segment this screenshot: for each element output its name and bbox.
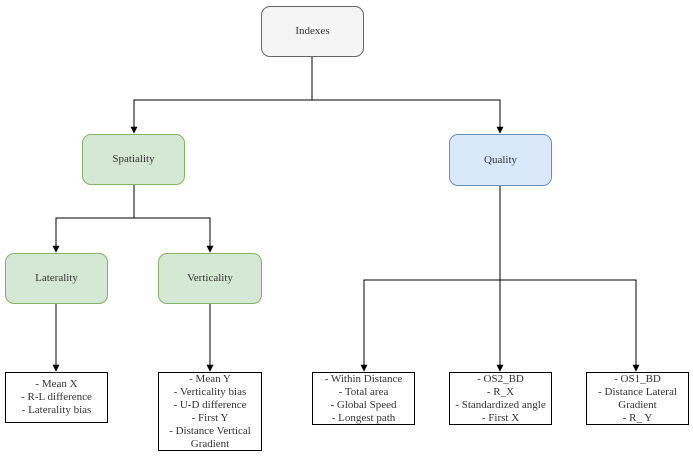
leaf-line: - Mean X [35, 378, 78, 390]
node-spatiality-label: Spatiality [112, 153, 155, 165]
leaf-laterality: - Mean X - R-L difference - Laterality b… [5, 372, 108, 423]
leaf-line: - Distance Lateral [598, 385, 677, 398]
node-indexes-label: Indexes [295, 25, 330, 37]
leaf-line: - First X [481, 411, 520, 424]
edge-quality-leaf-right [500, 279, 640, 372]
leaf-quality-right: - OS1_BD - Distance Lateral Gradient - R… [586, 372, 689, 425]
node-verticality-label: Verticality [187, 272, 233, 284]
leaf-line: - Laterality bias [21, 404, 92, 416]
leaf-line: - R_ Y [622, 411, 653, 424]
edge-spatiality-laterality [52, 185, 135, 253]
leaf-line: Gradient [190, 437, 230, 450]
node-verticality: Verticality [158, 253, 262, 304]
node-laterality: Laterality [5, 253, 108, 304]
node-indexes: Indexes [261, 6, 364, 57]
edge-root-quality [312, 99, 504, 134]
leaf-line: - OS1_BD [614, 372, 661, 385]
edge-spatiality-verticality [134, 217, 214, 253]
leaf-line: - Global Speed [330, 398, 397, 411]
leaf-line: - Distance Vertical [169, 424, 251, 437]
leaf-quality-mid: - OS2_BD - R_X - Standardized angle - Fi… [449, 372, 552, 425]
leaf-quality-left: - Within Distance - Total area - Global … [312, 372, 415, 425]
node-spatiality: Spatiality [82, 134, 185, 185]
edge-root-spatiality [130, 57, 313, 134]
edge-quality-leaf-left [360, 186, 501, 372]
node-quality: Quality [449, 134, 552, 186]
leaf-line: - First Y [191, 411, 229, 424]
node-quality-label: Quality [484, 153, 517, 166]
node-laterality-label: Laterality [35, 272, 78, 284]
leaf-line: - OS2_BD [477, 372, 524, 385]
leaf-line: - R-L difference [21, 391, 92, 403]
leaf-line: - Standardized angle [455, 398, 546, 411]
leaf-line: - Longest path [331, 411, 396, 424]
leaf-verticality: - Mean Y - Verticality bias - U-D differ… [158, 372, 262, 451]
leaf-line: - Verticality bias [173, 385, 247, 398]
leaf-line: - Total area [338, 385, 389, 398]
leaf-line: - U-D difference [173, 398, 247, 411]
leaf-line: - Mean Y [189, 372, 231, 385]
leaf-line: Gradient [618, 398, 657, 411]
leaf-line: - R_X [486, 385, 515, 398]
leaf-line: - Within Distance [324, 372, 403, 385]
